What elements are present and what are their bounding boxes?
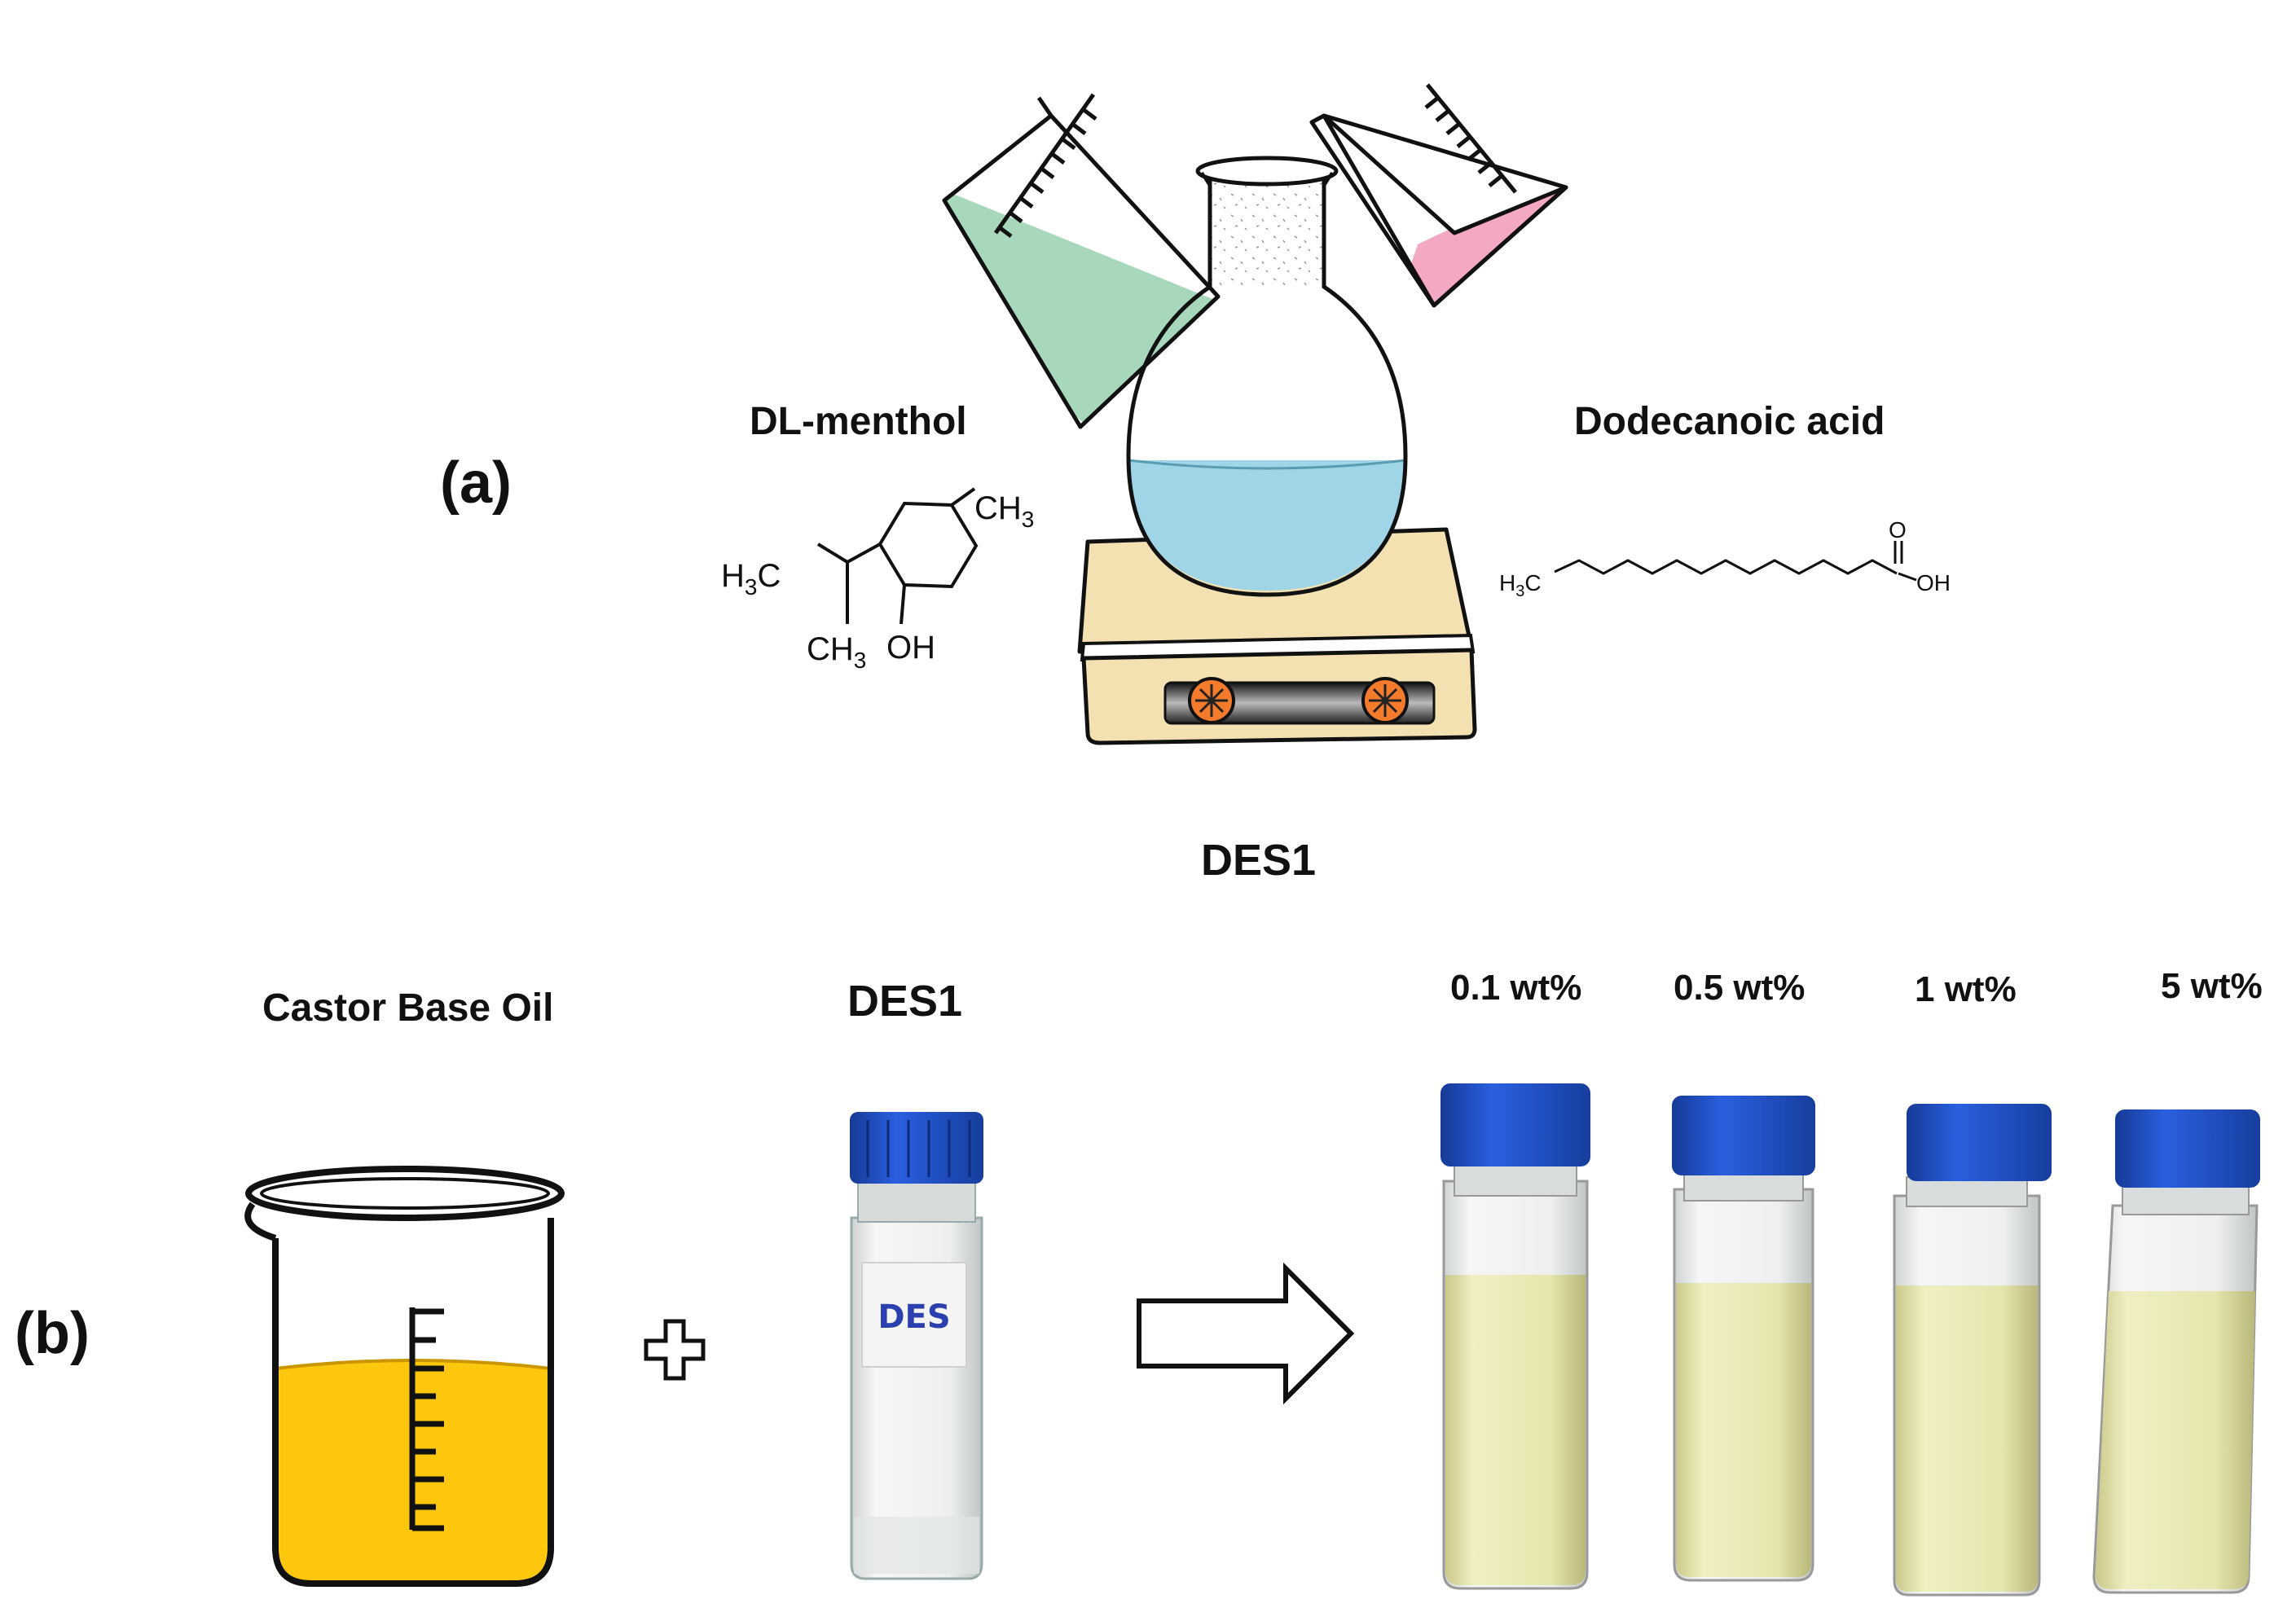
sample-vial-0 [1440,1083,1590,1590]
sample-cap-2 [1907,1104,2052,1181]
sample-cap-1 [1672,1096,1815,1175]
sample-vial-3 [2092,1109,2260,1594]
flask-neck-content [1209,171,1325,285]
des-vial-label-text: DES [877,1298,950,1336]
concentration-label-1: 0.5 wt% [1674,968,1806,1008]
sample-vial-2 [1893,1104,2052,1597]
concentration-label-0: 0.1 wt% [1450,968,1582,1008]
panel-a-label: (a) [440,450,512,516]
menthol-h3c: H3C [721,558,781,600]
des-vial-label [861,1262,967,1368]
concentration-label-3: 5 wt% [2161,966,2263,1006]
sample-liquid-2 [1896,1285,2038,1592]
acid-h3c: H3C [1499,570,1542,600]
sample-vial-1 [1672,1096,1815,1582]
des1-product-label: DES1 [1201,836,1317,885]
des-vial-cap [850,1112,983,1184]
acid-carbonyl-o: O [1889,517,1907,543]
left-beaker [942,93,1221,429]
panel-b-label: (b) [15,1301,90,1366]
round-bottom-flask [1126,156,1408,597]
sample-liquid-3 [2096,1291,2255,1589]
concentration-label-2: 1 wt% [1915,969,2017,1009]
des1-additive-label: DES1 [847,977,963,1026]
menthol-ch3-bottom: CH3 [807,631,866,673]
flask-mouth [1195,156,1339,187]
sample-cap-0 [1440,1083,1590,1166]
menthol-structure [816,487,979,625]
plus-icon [644,1319,706,1381]
left-beaker-liquid [944,187,1218,427]
sample-cap-3 [2115,1109,2260,1188]
menthol-oh: OH [886,630,935,666]
des-vial: DES [850,1112,983,1580]
dodecanoic-acid-label: Dodecanoic acid [1574,400,1885,443]
dl-menthol-label: DL-menthol [750,400,967,443]
castor-oil-beaker [244,1166,565,1587]
castor-beaker-scale [409,1307,444,1531]
menthol-ch3-top: CH3 [974,490,1034,532]
left-beaker-scale [993,93,1097,238]
right-beaker [1309,83,1568,308]
acid-oh: OH [1916,570,1951,595]
right-beaker-scale [1424,83,1517,194]
left-knob [1188,677,1235,724]
arrow-icon [1137,1262,1355,1405]
right-knob [1361,677,1409,724]
dodecanoic-acid-structure: H3C O OH [1499,517,1951,600]
castor-base-oil-label: Castor Base Oil [262,986,554,1030]
sample-liquid-0 [1445,1275,1586,1585]
sample-liquid-1 [1676,1283,1811,1577]
